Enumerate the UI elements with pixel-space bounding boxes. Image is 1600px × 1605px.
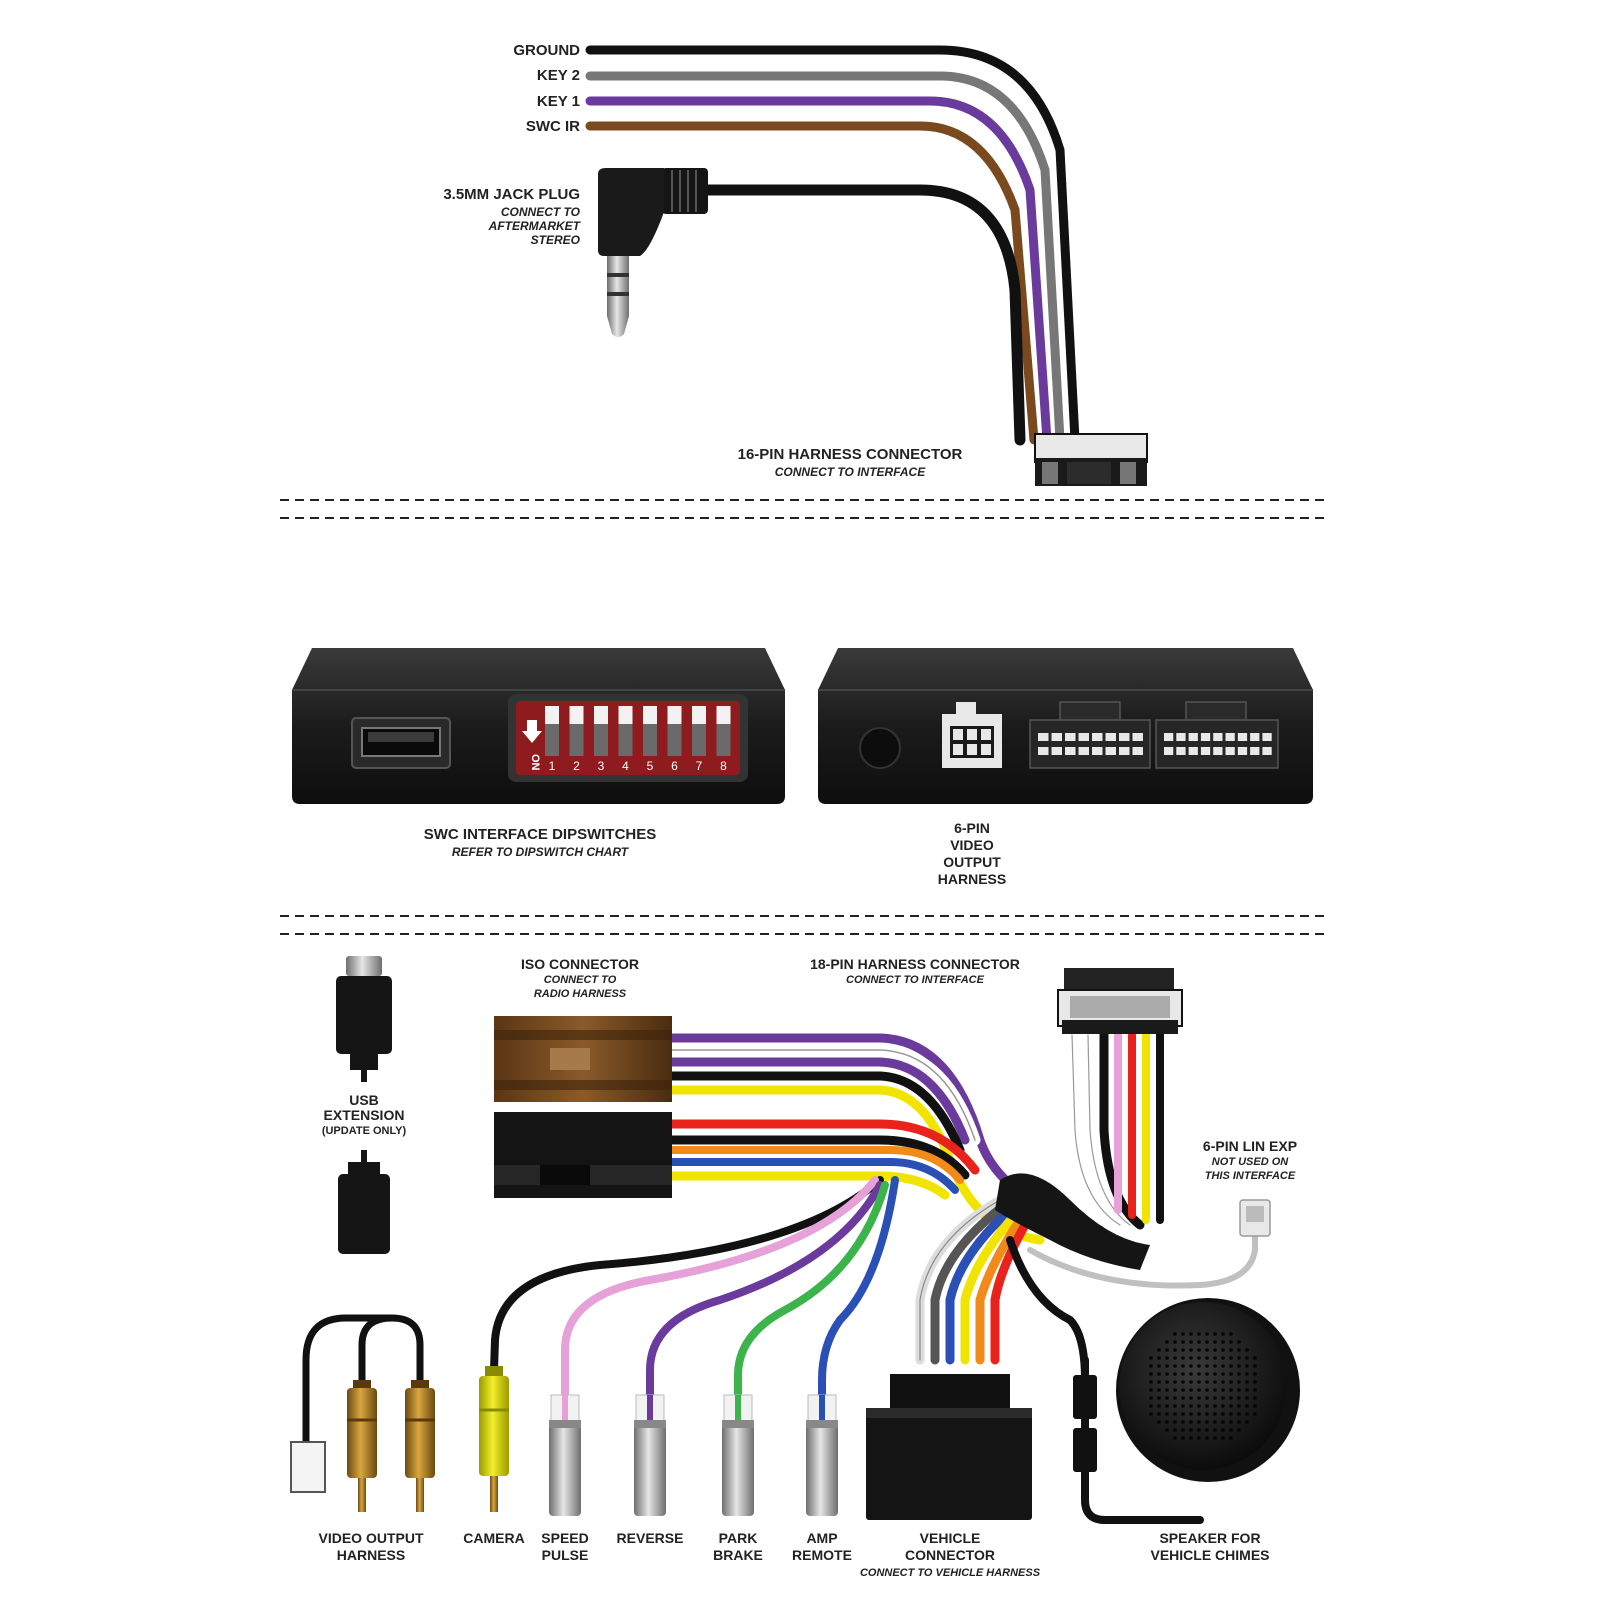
dipswitch-title: SWC INTERFACE DIPSWITCHES	[423, 826, 657, 843]
harness-18pin-title: 18-PIN HARNESS CONNECTOR	[810, 956, 1020, 972]
dipswitch-sub: REFER TO DIPSWITCH CHART	[451, 845, 629, 859]
dipswitch-number: 4	[622, 759, 629, 773]
jack-plug-sub-2: AFTERMARKET	[488, 219, 580, 233]
dipswitch-block: 1 2 3 4 5 6 7 8 ON	[508, 694, 748, 782]
dipswitch-5[interactable]: 5	[643, 706, 657, 773]
interface-box-right	[818, 648, 1313, 804]
vehicle-connector-l1: VEHICLE	[919, 1530, 981, 1546]
park-brake-l2: BRAKE	[713, 1547, 763, 1563]
video-6pin-port-icon	[942, 702, 1002, 768]
jack-plug-icon	[598, 168, 708, 337]
arrow-down-icon	[522, 720, 542, 743]
amp-remote-l1: AMP	[806, 1530, 838, 1546]
jack-plug-sub-1: CONNECT TO	[500, 205, 580, 219]
dipswitch-number: 7	[696, 759, 703, 773]
iso-connector-title: ISO CONNECTOR	[521, 956, 639, 972]
wire-key1	[585, 96, 1052, 445]
camera-label: CAMERA	[463, 1530, 525, 1546]
speaker-l2: VEHICLE CHIMES	[1150, 1547, 1270, 1563]
dipswitch-4[interactable]: 4	[618, 706, 633, 773]
dipswitch-6[interactable]: 6	[667, 706, 682, 773]
dipswitch-3[interactable]: 3	[594, 706, 608, 773]
video-output-l2: VIDEO	[950, 837, 994, 853]
ferrite-icon	[1073, 1375, 1097, 1472]
bullet-connector-icon	[806, 1394, 838, 1516]
speaker-icon	[1116, 1298, 1300, 1482]
jack-plug-title: 3.5MM JACK PLUG	[443, 186, 580, 203]
speed-pulse-l2: PULSE	[541, 1547, 589, 1563]
bullet-connectors	[549, 1394, 838, 1516]
speaker-l1: SPEAKER FOR	[1159, 1530, 1261, 1546]
jack-plug-sub-3: STEREO	[530, 233, 580, 247]
dipswitch-number: 1	[549, 759, 556, 773]
16pin-port-icon	[1029, 701, 1151, 769]
usb-extension-l3: (UPDATE ONLY)	[321, 1125, 407, 1137]
dipswitch-number: 2	[573, 759, 580, 773]
wire-key2	[585, 71, 1065, 445]
rca-plugs-icon	[347, 1380, 435, 1512]
cable-sheath	[995, 1173, 1150, 1270]
harness-16pin-title: 16-PIN HARNESS CONNECTOR	[737, 446, 963, 463]
dipswitch-number: 8	[720, 759, 727, 773]
lin-exp-sub-1: NOT USED ON	[1211, 1156, 1289, 1168]
lin-exp-connector-icon	[1239, 1199, 1271, 1237]
harness-18pin-sub: CONNECT TO INTERFACE	[846, 974, 984, 986]
dipswitch-number: 6	[671, 759, 678, 773]
wire-jack	[699, 184, 1026, 446]
dipswitch-on-label: ON	[529, 754, 541, 771]
dipswitch-8[interactable]: 8	[716, 706, 731, 773]
amp-remote-l2: REMOTE	[792, 1547, 852, 1563]
iso-connector-sub-2: RADIO HARNESS	[533, 988, 627, 1000]
video-harness-l2: HARNESS	[336, 1547, 406, 1563]
bullet-connector-icon	[549, 1394, 581, 1516]
park-brake-l1: PARK	[718, 1530, 758, 1546]
harness-16pin-connector-icon	[1034, 433, 1148, 486]
dipswitch-number: 5	[647, 759, 654, 773]
vehicle-connector-sub: CONNECT TO VEHICLE HARNESS	[859, 1567, 1041, 1579]
camera-rca-plug-icon	[479, 1366, 509, 1512]
dipswitch-row: 1 2 3 4 5 6 7 8	[545, 706, 731, 773]
wire-swc-ir	[585, 121, 1039, 445]
usb-extension-l1: USB	[349, 1092, 379, 1108]
harness-16pin-sub: CONNECT TO INTERFACE	[774, 465, 926, 479]
round-port-icon	[859, 727, 901, 769]
wire-label-key1: KEY 1	[536, 93, 580, 110]
video-harness-l1: VIDEO OUTPUT	[318, 1530, 424, 1546]
video-harness-plug-icon	[290, 1441, 326, 1493]
vehicle-connector-icon	[866, 1374, 1032, 1520]
harness-18pin-connector-icon	[1057, 968, 1183, 1034]
lin-exp-sub-2: THIS INTERFACE	[1204, 1170, 1296, 1182]
vehicle-connector-l2: CONNECTOR	[905, 1547, 995, 1563]
bottom-wires	[302, 1030, 1258, 1524]
iso-connector-icon	[494, 1016, 672, 1198]
speed-pulse-l1: SPEED	[541, 1530, 589, 1546]
section-separators	[280, 499, 1330, 935]
bullet-connector-icon	[722, 1394, 754, 1516]
usb-extension-l2: EXTENSION	[323, 1107, 405, 1123]
18pin-port-icon	[1155, 701, 1279, 769]
wire-label-ground: GROUND	[513, 42, 580, 59]
video-output-l3: OUTPUT	[943, 854, 1001, 870]
interface-box-left: 1 2 3 4 5 6 7 8 ON	[292, 648, 785, 804]
wire-label-key2: KEY 2	[536, 67, 580, 84]
video-output-l1: 6-PIN	[954, 820, 990, 836]
dipswitch-number: 3	[598, 759, 605, 773]
wire-label-swc-ir: SWC IR	[525, 118, 580, 135]
bullet-connector-icon	[634, 1394, 666, 1516]
dipswitch-1[interactable]: 1	[545, 706, 559, 773]
usb-port-icon	[351, 717, 451, 769]
iso-connector-sub-1: CONNECT TO	[543, 974, 617, 986]
video-output-l4: HARNESS	[937, 871, 1007, 887]
dipswitch-7[interactable]: 7	[692, 706, 706, 773]
wire-ground	[585, 45, 1080, 445]
usb-extension-icon	[336, 956, 392, 1254]
reverse-label: REVERSE	[616, 1530, 684, 1546]
top-wires	[585, 45, 1080, 446]
lin-exp-title: 6-PIN LIN EXP	[1202, 1138, 1298, 1154]
dipswitch-2[interactable]: 2	[569, 706, 584, 773]
